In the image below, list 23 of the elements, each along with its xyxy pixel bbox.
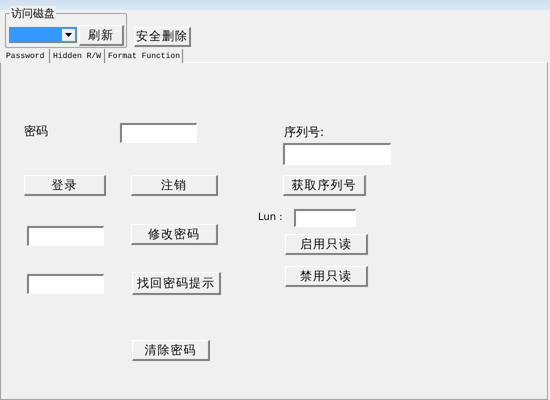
field-label: 密码 xyxy=(24,123,48,140)
tab: Format Function xyxy=(105,49,183,63)
enable-read-only-button: 启用只读 xyxy=(285,234,368,255)
disable-read-only-button: 禁用只读 xyxy=(285,266,368,287)
serial-number-field xyxy=(283,143,391,165)
field-label: Lun : xyxy=(258,212,283,223)
input-field xyxy=(27,274,104,294)
password-hint-button: 找回密码提示 xyxy=(132,272,221,295)
get-serial-button: 获取序列号 xyxy=(283,175,366,196)
field-label: 序列号: xyxy=(284,124,324,141)
change-password-button: 修改密码 xyxy=(131,224,218,245)
tab: Hidden R/W xyxy=(50,49,105,63)
password-field xyxy=(120,123,197,143)
clear-password-button: 清除密码 xyxy=(132,340,210,361)
input-field xyxy=(27,226,104,246)
logout-button: 注销 xyxy=(131,175,218,196)
refresh-button: 刷新 xyxy=(79,25,124,46)
dropdown-field xyxy=(9,27,77,43)
tab: Password xyxy=(3,49,50,63)
secure-delete-button: 安全删除 xyxy=(134,27,191,47)
group-title: 访问磁盘 xyxy=(10,6,56,21)
login-button: 登录 xyxy=(24,175,106,196)
lun-field xyxy=(294,209,356,227)
